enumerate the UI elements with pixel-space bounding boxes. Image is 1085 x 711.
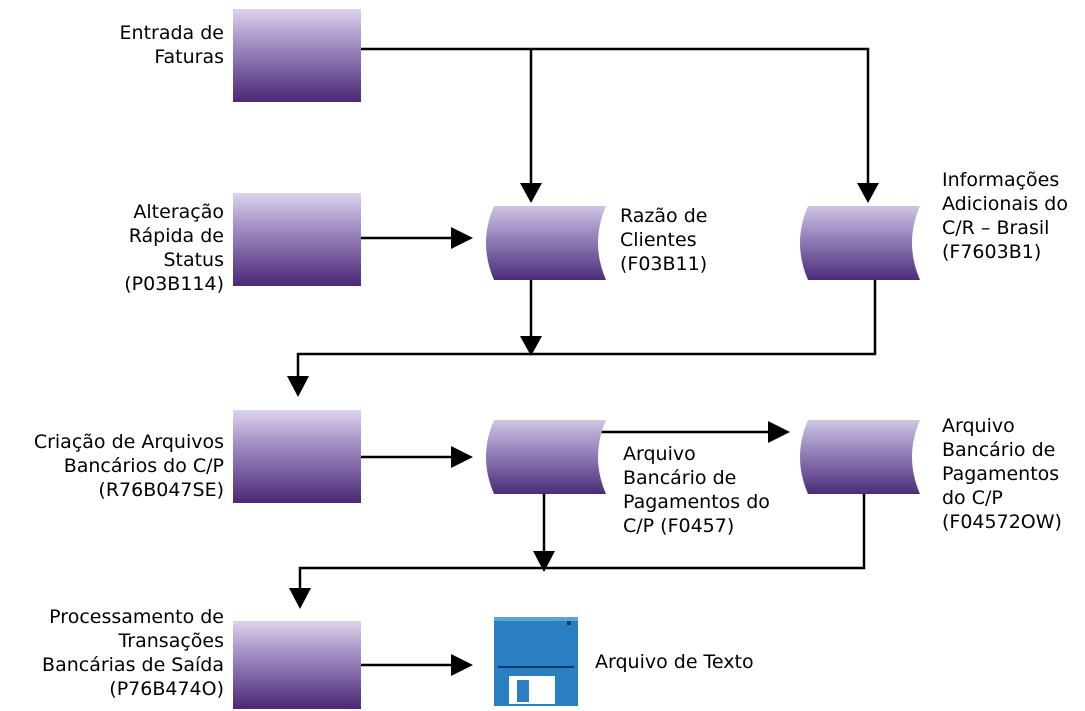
label-line: Status	[163, 249, 224, 271]
label-line: Bancários do C/P	[63, 455, 224, 477]
connector-entrada-to-info	[361, 47, 870, 192]
data-store-icon	[800, 206, 920, 280]
process-box-icon	[233, 410, 361, 503]
label-line: C/R – Brasil	[942, 217, 1050, 239]
process-box-icon	[233, 9, 361, 102]
data-store-icon	[486, 420, 606, 494]
arrow-right-f0457	[451, 446, 473, 468]
label-line: Rápida de	[128, 225, 224, 247]
floppy-disk-icon	[494, 617, 578, 706]
process-box-icon	[233, 193, 361, 286]
arrowheads	[287, 183, 879, 676]
label-line: Informações	[942, 169, 1060, 191]
arrow-right-razao	[451, 227, 473, 249]
connector-f04572ow-to-processamento	[298, 494, 866, 598]
process-boxes	[233, 9, 361, 709]
process-box-icon	[233, 621, 361, 709]
label-line: Arquivo	[942, 415, 1015, 437]
label-line: Bancárias de Saída	[42, 654, 224, 676]
label-line: Criação de Arquivos	[33, 431, 224, 453]
data-store-icon	[800, 420, 920, 494]
label-line: (F04572OW)	[942, 511, 1062, 533]
label-line: Pagamentos do	[623, 491, 770, 513]
arrow-right-texto	[451, 654, 473, 676]
label-line: (P76B474O)	[109, 678, 224, 700]
label-line: (P03B114)	[124, 273, 224, 295]
label-line: (R76B047SE)	[98, 479, 224, 501]
label-line: Clientes	[620, 229, 697, 251]
arrow-down-merge-2	[533, 551, 555, 572]
label-line: Arquivo	[623, 443, 696, 465]
label-arquivo-texto: Arquivo de Texto	[595, 650, 754, 674]
data-store-icon	[486, 206, 606, 280]
label-line: (F7603B1)	[942, 241, 1042, 263]
arrow-down-razao	[520, 183, 542, 203]
connector-info-to-criacao	[296, 279, 877, 386]
label-line: Pagamentos	[942, 463, 1060, 485]
data-stores	[486, 206, 920, 494]
label-line: Processamento de	[49, 606, 224, 628]
arrow-down-criacao	[287, 376, 309, 397]
label-line: C/P (F0457)	[623, 515, 735, 537]
arrow-down-info	[857, 183, 879, 203]
label-line: Adicionais do	[942, 193, 1068, 215]
arrow-down-processamento	[289, 588, 311, 609]
connectors	[296, 47, 877, 667]
arrow-right-f04572ow	[768, 421, 790, 443]
arrow-down-merge-1	[520, 336, 542, 356]
label-line: Transações	[118, 630, 224, 652]
label-line: Bancário de	[942, 439, 1056, 461]
label-line: Faturas	[154, 46, 224, 68]
label-line: Entrada de	[119, 22, 224, 44]
label-line: Arquivo de Texto	[595, 651, 754, 673]
label-line: Razão de	[620, 205, 708, 227]
label-line: Alteração	[133, 201, 224, 223]
label-line: Bancário de	[623, 467, 737, 489]
label-line: do C/P	[942, 487, 1003, 509]
label-line: (F03B11)	[620, 253, 708, 275]
